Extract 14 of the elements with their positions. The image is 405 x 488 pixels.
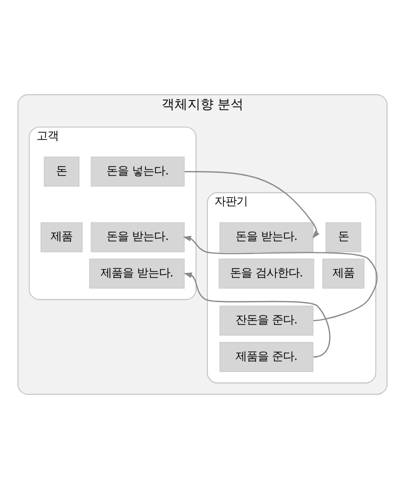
node-box: 제품을 준다. (220, 342, 314, 372)
arrow (184, 272, 330, 358)
node-box: 돈 (326, 222, 362, 252)
arrow (184, 170, 320, 238)
node-box: 제품을 받는다. (89, 258, 185, 288)
node-box: 돈을 받는다. (220, 222, 314, 252)
node-box: 돈을 검사한다. (218, 258, 314, 288)
node-box: 돈 (44, 156, 80, 186)
node-box: 돈을 넣는다. (90, 156, 185, 186)
node-box: 제품 (40, 222, 83, 252)
node-box: 돈을 받는다. (90, 222, 185, 252)
node-box: 제품 (322, 258, 364, 288)
arrow (182, 235, 378, 321)
node-box: 잔돈을 준다. (220, 305, 314, 336)
